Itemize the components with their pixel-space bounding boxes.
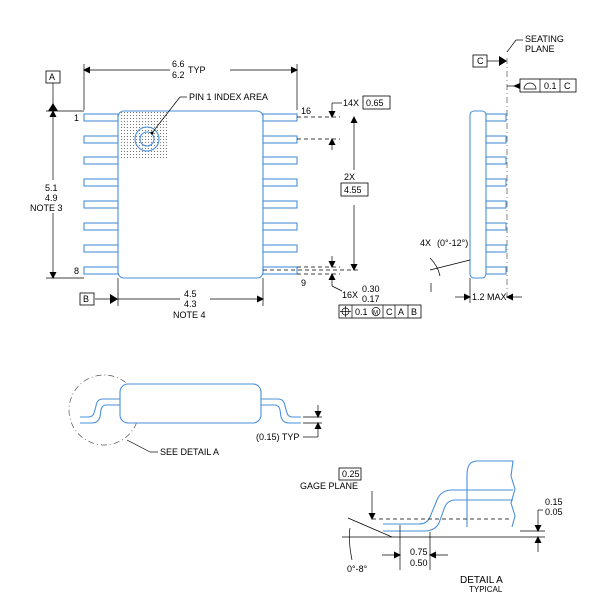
seating-label-2: PLANE: [525, 44, 555, 54]
front-lead-left: [80, 398, 120, 418]
mmc-symbol-icon: [371, 307, 381, 316]
pin1-index-area: [119, 112, 169, 160]
datum-a-label: A: [49, 72, 55, 82]
body-lower: 4.3: [184, 299, 197, 309]
flatness-ref: C: [564, 81, 571, 91]
typ-label: (0.15) TYP: [256, 432, 299, 442]
see-detail-label: SEE DETAIL A: [160, 447, 219, 457]
profile-symbol-icon: [523, 82, 537, 90]
svg-text:M: M: [373, 311, 378, 317]
pin-16-number: 16: [301, 106, 311, 116]
foot-upper: 0.75: [410, 547, 428, 557]
tolerance-ref-3: B: [411, 307, 417, 317]
tolerance-ref-2: A: [398, 307, 404, 317]
front-body: [119, 383, 262, 424]
tolerance-value: 0.1: [355, 307, 368, 317]
side-view: C SEATING PLANE 0.1 C 4X (0°-12°) 1.2 MA…: [420, 34, 577, 303]
left-leads: [83, 113, 119, 275]
detail-lead: [383, 489, 513, 525]
gage-label: GAGE PLANE: [300, 481, 358, 491]
span-value: 4.55: [344, 185, 362, 195]
pin-8-number: 8: [74, 266, 79, 276]
seating-label-1: SEATING: [525, 34, 564, 44]
angle-count: 4X: [420, 238, 431, 248]
length-lower: 4.9: [45, 193, 58, 203]
foot-lower: 0.50: [410, 558, 428, 568]
pin-9-number: 9: [301, 278, 306, 288]
width-lower: 6.2: [172, 70, 185, 80]
length-upper: 5.1: [45, 183, 58, 193]
position-tolerance-frame: 0.1 M C A B: [338, 304, 422, 319]
detail-title: DETAIL A: [460, 575, 503, 586]
front-view: SEE DETAIL A (0.15) TYP: [68, 374, 322, 457]
detail-subtitle: TYPICAL: [469, 585, 503, 594]
lead-lower: 0.17: [362, 294, 380, 304]
body-upper: 4.5: [184, 289, 197, 299]
tolerance-ref-1: C: [386, 307, 393, 317]
flatness-value: 0.1: [544, 81, 557, 91]
pitch-count: 14X: [343, 98, 359, 108]
detail-angle: 0°-8°: [347, 564, 368, 574]
body-note: NOTE 4: [173, 310, 206, 320]
span-count: 2X: [344, 172, 355, 182]
front-lead-right: [261, 398, 301, 418]
lead-upper: 0.30: [362, 284, 380, 294]
standoff-lower: 0.05: [545, 507, 563, 517]
datum-c-label: C: [477, 56, 484, 66]
top-view: 6.6 6.2 TYP A PIN 1 INDEX AREA 1 8 16 9 …: [30, 59, 422, 320]
datum-b-label: B: [83, 294, 89, 304]
detail-a: 0.25 GAGE PLANE 0.15 0.05 0.75 0.50 0°-8…: [300, 460, 563, 594]
detail-body-edge: [466, 460, 516, 528]
standoff-upper: 0.15: [545, 497, 563, 507]
gage-value: 0.25: [342, 469, 360, 479]
width-upper: 6.6: [172, 59, 185, 69]
pin-1-number: 1: [74, 113, 79, 123]
side-body: [469, 110, 487, 279]
side-leads: [485, 113, 507, 275]
angle-text: (0°-12°): [437, 238, 468, 248]
width-suffix: TYP: [188, 65, 206, 75]
pin1-label: PIN 1 INDEX AREA: [189, 92, 268, 102]
height-text: 1.2 MAX: [472, 292, 507, 302]
pin1-index-mark: [134, 126, 160, 152]
length-note: NOTE 3: [30, 203, 63, 213]
lead-count: 16X: [342, 290, 358, 300]
pitch-value: 0.65: [366, 98, 384, 108]
right-leads: [262, 113, 298, 275]
